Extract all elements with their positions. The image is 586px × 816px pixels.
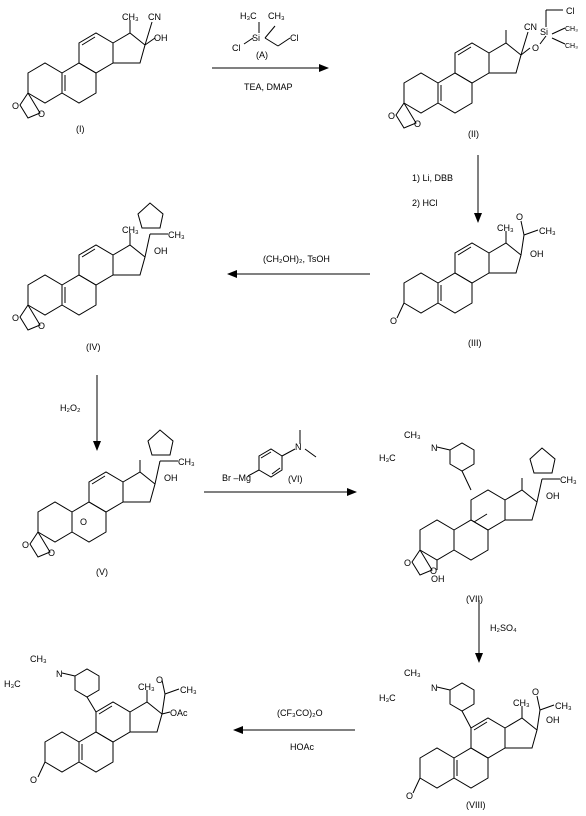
final-oac: OAc	[170, 708, 188, 718]
compound-i-label: (I)	[76, 124, 85, 134]
compound-ii-cl: Cl	[566, 6, 575, 16]
compound-ii-o: O	[532, 43, 539, 53]
compound-vii-oh5: OH	[431, 574, 445, 584]
reagent-a-cl1: Cl	[232, 43, 241, 53]
compound-vii-oh: OH	[546, 491, 560, 501]
compound-i-cn: CN	[148, 12, 161, 22]
svg-text:CH₃: CH₃	[180, 685, 197, 695]
svg-text:H₃C: H₃C	[379, 693, 396, 703]
svg-text:N: N	[56, 669, 63, 679]
compound-viii: O O CH₃ N H₃C CH₃ CH₃ OH	[379, 668, 572, 801]
svg-text:O: O	[404, 558, 411, 568]
svg-text:O: O	[388, 111, 395, 121]
svg-text:O: O	[532, 687, 539, 697]
compound-vii: O O OH N H₃C CH₃ CH₃ OH	[379, 430, 577, 584]
compound-v: O O O CH₃ OH	[22, 429, 195, 558]
svg-text:CH₃: CH₃	[168, 230, 185, 240]
svg-text:H₃C: H₃C	[4, 679, 21, 689]
svg-text:CH₃: CH₃	[555, 701, 572, 711]
reagent-a-si: Si	[252, 33, 260, 43]
svg-text:O: O	[38, 321, 45, 331]
step4-reagent: H₂O₂	[60, 403, 81, 413]
compound-iv-me: CH₃	[122, 225, 139, 235]
compound-vii-label: (VII)	[466, 594, 483, 604]
svg-text:CH₃: CH₃	[138, 682, 155, 692]
step6-reagent: H₂SO₄	[490, 623, 517, 633]
compound-v-oh: OH	[164, 473, 178, 483]
svg-text:O: O	[156, 675, 163, 685]
svg-text:CH₃: CH₃	[539, 226, 556, 236]
svg-text:N: N	[431, 683, 438, 693]
step7-line1: (CF₃CO)₂O	[277, 708, 323, 718]
svg-text:O: O	[22, 540, 29, 550]
reagent-a-structure: H₃C CH₃ Si Cl Cl	[232, 11, 299, 53]
compound-iii-me: CH₃	[497, 223, 514, 233]
step1-conditions: TEA, DMAP	[244, 82, 293, 92]
compound-iii-oh: OH	[530, 249, 544, 259]
compound-ii-si: Si	[540, 27, 548, 37]
compound-iv-oh: OH	[154, 246, 168, 256]
compound-iii-label: (III)	[468, 338, 482, 348]
reagent-a-cl2: Cl	[290, 33, 299, 43]
step2-line2: 2) HCl	[412, 198, 438, 208]
svg-text:O: O	[48, 548, 55, 558]
svg-text:O: O	[406, 791, 413, 801]
compound-viii-oh: OH	[546, 715, 560, 725]
compound-viii-label: (VIII)	[466, 800, 486, 810]
svg-text:CH₃: CH₃	[560, 475, 577, 485]
compound-ii-label: (II)	[468, 129, 479, 139]
svg-text:O: O	[30, 775, 37, 785]
svg-text:O: O	[12, 313, 19, 323]
svg-text:CH₃: CH₃	[565, 43, 578, 50]
compound-v-label: (V)	[96, 567, 108, 577]
reagent-vi-structure: N Br –Mg	[222, 430, 317, 483]
compound-ii-cn: CN	[524, 22, 537, 32]
svg-text:CH₃: CH₃	[404, 668, 421, 678]
svg-text:H₃C: H₃C	[379, 453, 396, 463]
compound-i-oh: OH	[154, 33, 168, 43]
compound-iii-oxo: O	[390, 316, 397, 326]
svg-text:CH₃: CH₃	[565, 26, 578, 33]
svg-text:O: O	[38, 109, 45, 119]
svg-text:N: N	[431, 443, 438, 453]
compound-iv-label: (IV)	[86, 342, 101, 352]
reagent-vi-n: N	[295, 442, 302, 452]
reagent-vi-brmg: Br –Mg	[222, 473, 251, 483]
reagent-vi-label: (VI)	[288, 474, 303, 484]
compound-iii: O O CH₃ CH₃ OH	[390, 212, 556, 326]
reagent-a-label: (A)	[256, 50, 268, 60]
svg-text:O: O	[430, 566, 437, 576]
svg-text:CH₃: CH₃	[30, 654, 47, 664]
final-product: O O CH₃ N H₃C CH₃ CH₃ OAc	[4, 654, 197, 785]
svg-text:O: O	[414, 119, 421, 129]
compound-i: O O CH₃ CN OH	[12, 12, 168, 119]
reagent-a-ch3: CH₃	[268, 11, 285, 21]
reagent-a-h3c: H₃C	[240, 11, 257, 21]
compound-v-epoxide: O	[80, 517, 87, 527]
svg-text:CH₃: CH₃	[178, 457, 195, 467]
step2-line1: 1) Li, DBB	[412, 173, 453, 183]
svg-text:CH₃: CH₃	[513, 698, 530, 708]
compound-iv: O O CH₃ CH₃ OH	[12, 202, 185, 331]
step7-line2: HOAc	[290, 742, 315, 752]
compound-i-me: CH₃	[122, 12, 139, 22]
step3-conditions: (CH₂OH)₂, TsOH	[263, 254, 330, 264]
svg-text:O: O	[12, 101, 19, 111]
compound-ii: O O CN O Si Cl CH₃ CH₃	[388, 6, 578, 129]
svg-text:O: O	[516, 212, 523, 222]
svg-text:CH₃: CH₃	[404, 430, 421, 440]
